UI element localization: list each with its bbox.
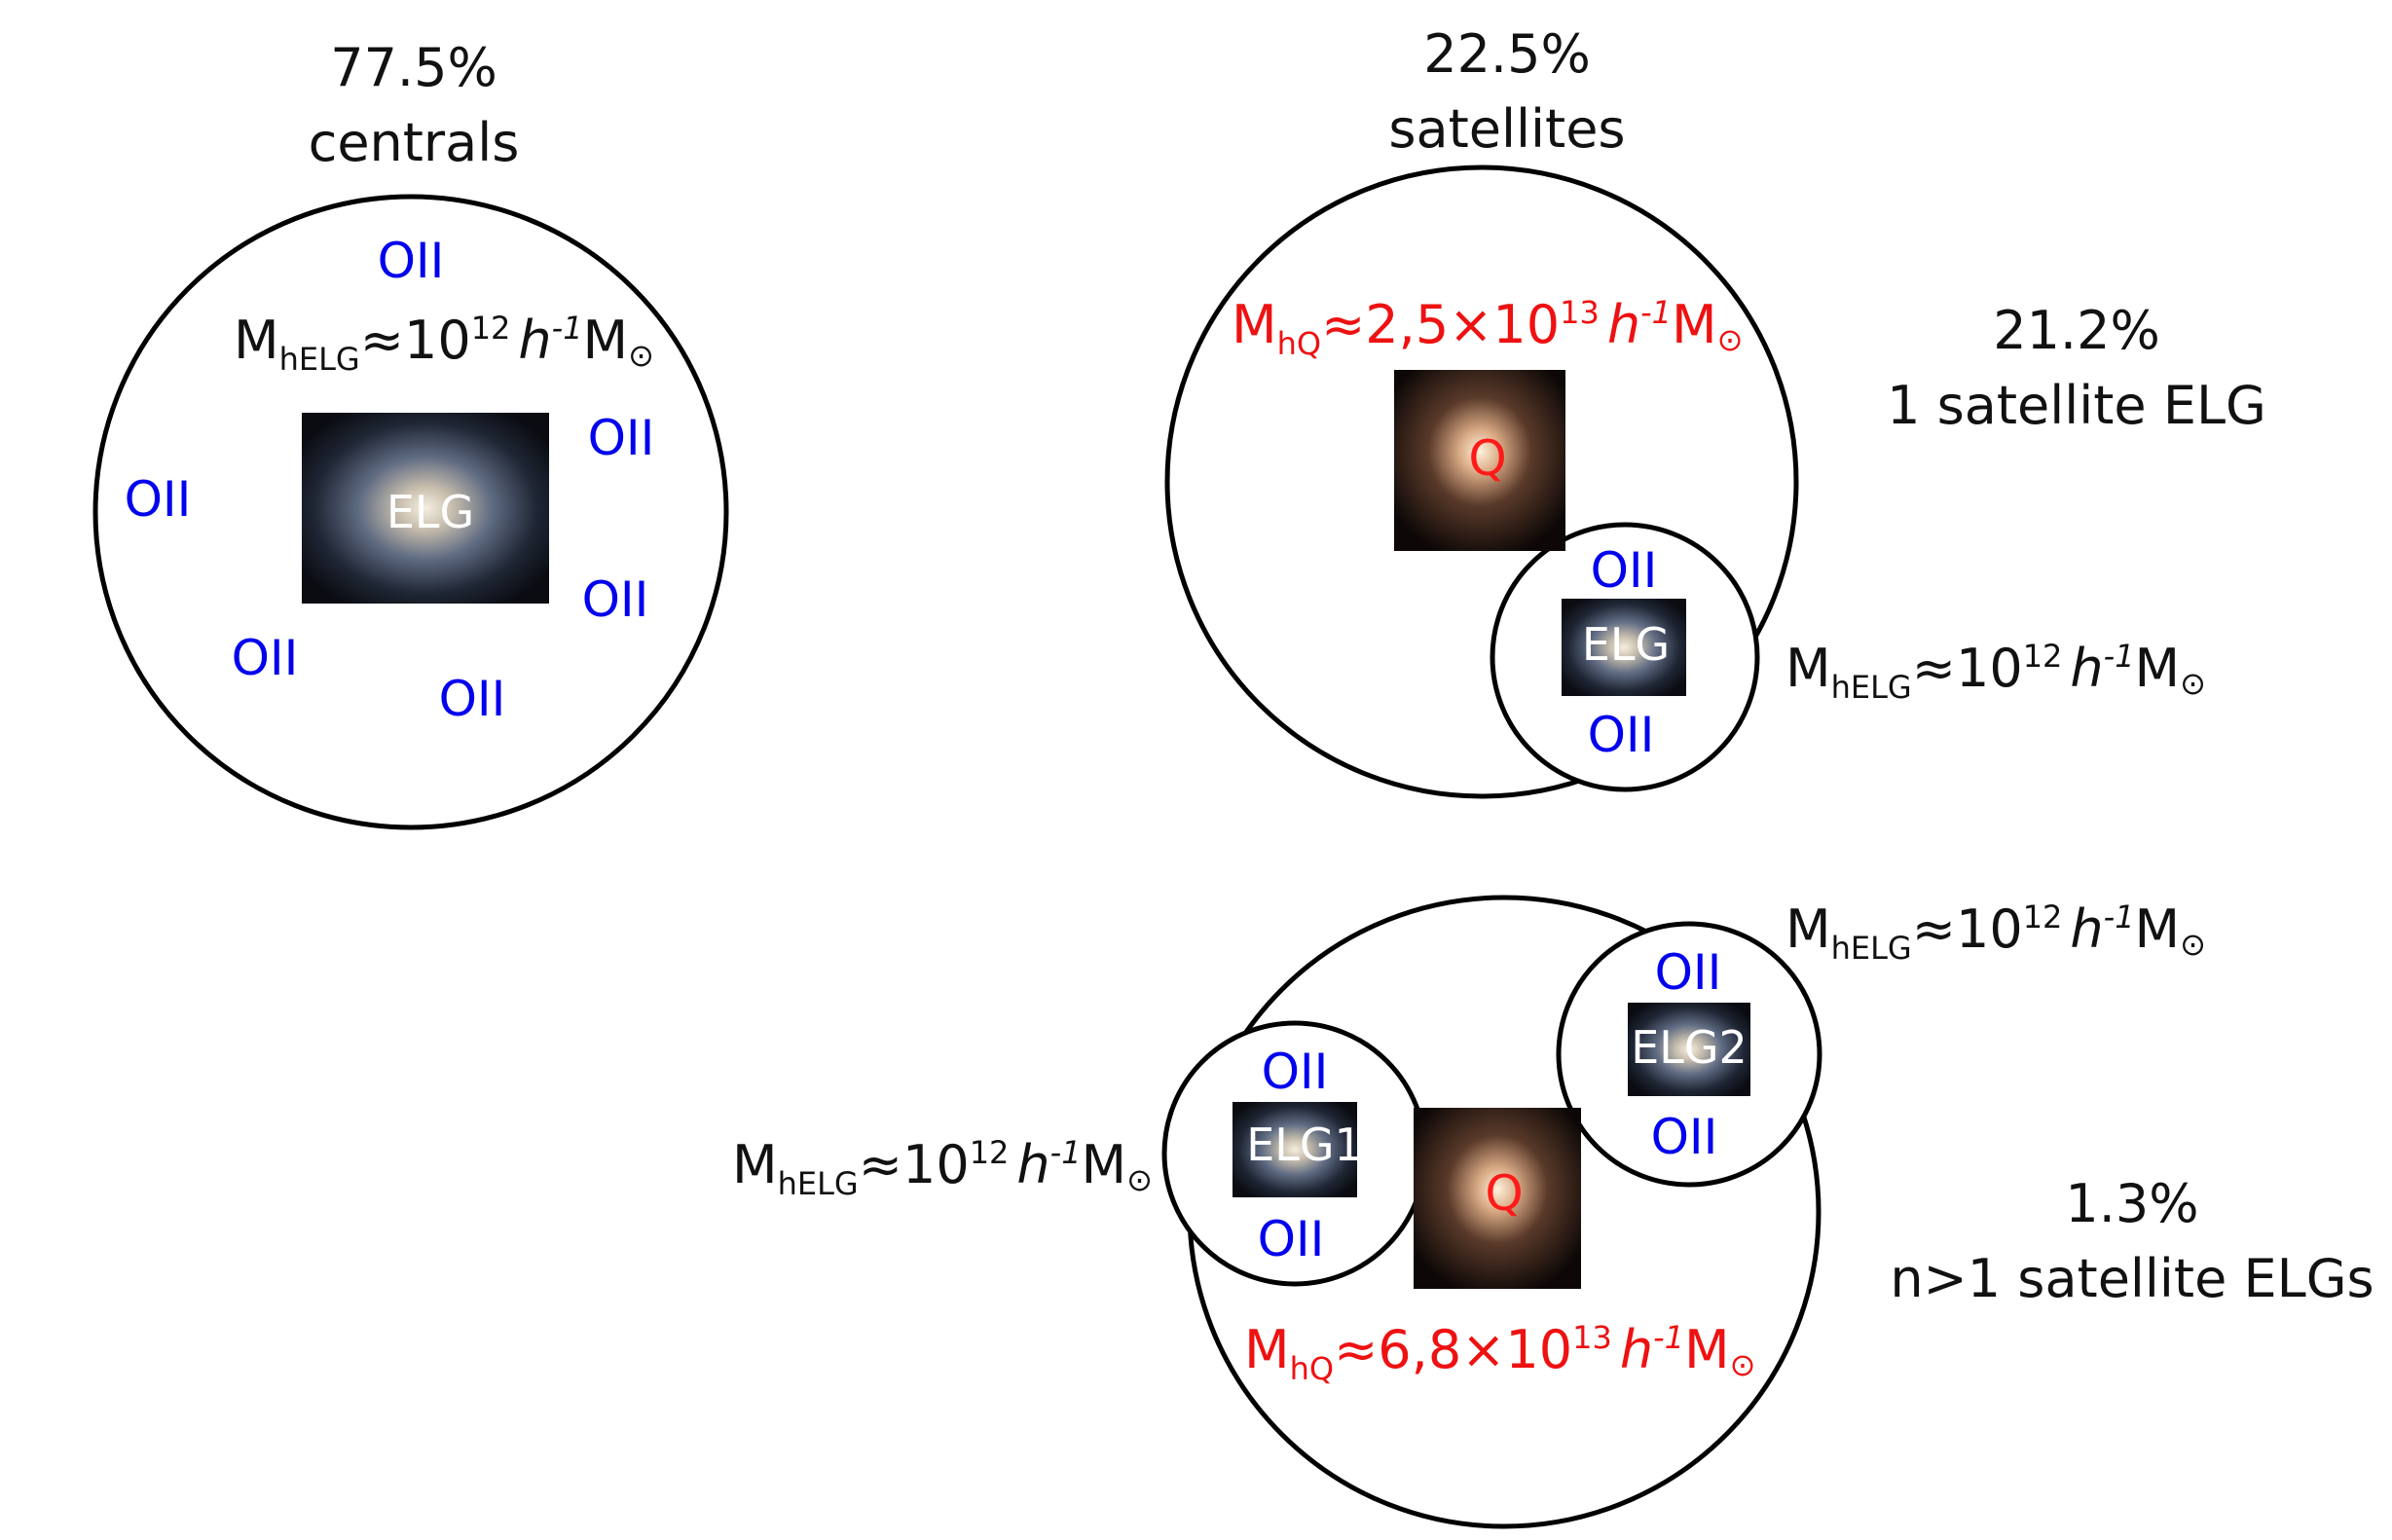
oii-line-label: OII (232, 630, 299, 686)
oii-line-label: OII (1588, 707, 1655, 763)
satellite-elg-galaxy-image (1562, 599, 1686, 696)
oii-line-label: OII (439, 671, 506, 727)
satellite-elg-label: ELG (1582, 618, 1670, 671)
satellites-label: satellites (1388, 98, 1625, 160)
oii-line-label: OII (1651, 1109, 1718, 1165)
centrals-percent: 77.5% (330, 37, 497, 98)
oii-line-label: OII (588, 410, 655, 466)
many-satellites-percent: 1.3% (2065, 1173, 2198, 1234)
many-satellites-label: n>1 satellite ELGs (1890, 1248, 2374, 1309)
host-quiescent-galaxy-image (1394, 370, 1565, 551)
oii-line-label: OII (1262, 1044, 1329, 1100)
satellites-header: 22.5% satellites (1388, 23, 1625, 160)
one-satellite-percent: 21.2% (1993, 300, 2160, 361)
oii-line-label: OII (1655, 944, 1722, 1001)
host-q-label: Q (1485, 1165, 1523, 1222)
satellite2-elg-galaxy-image (1628, 1003, 1750, 1096)
satellite1-elg-galaxy-image (1233, 1102, 1357, 1197)
many-satellites-panel: Q OII ELG1 OII OII ELG2 OII MhQ≈6,8×1013… (732, 895, 2374, 1529)
oii-line-label: OII (125, 471, 192, 528)
central-elg-label: ELG (386, 486, 474, 538)
satellite2-elg-label: ELG2 (1631, 1021, 1748, 1074)
central-halo-circle (92, 194, 729, 830)
satellite1-elg-label: ELG1 (1246, 1118, 1363, 1171)
satellites-percent: 22.5% (1423, 23, 1591, 85)
host-quiescent-galaxy-image (1414, 1108, 1581, 1289)
oii-line-label: OII (378, 233, 445, 289)
centrals-label: centrals (309, 112, 520, 173)
central-elg-galaxy-image (302, 413, 549, 604)
host-halo-circle (1164, 165, 1799, 799)
host-q-label: Q (1468, 430, 1506, 487)
one-satellite-label: 1 satellite ELG (1887, 375, 2266, 436)
oii-line-label: OII (1591, 542, 1658, 599)
oii-line-label: OII (1258, 1211, 1325, 1267)
oii-line-label: OII (582, 571, 649, 628)
